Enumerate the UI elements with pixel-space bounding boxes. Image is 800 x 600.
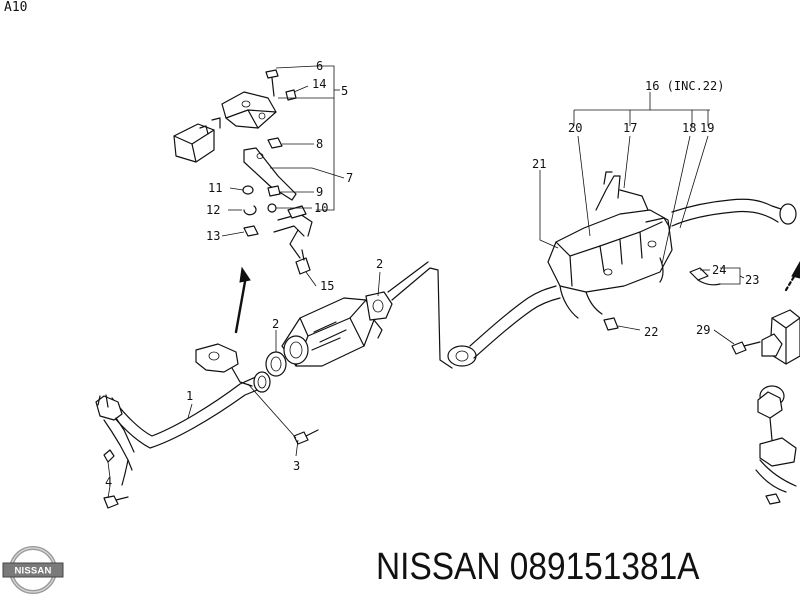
callout-18: 18 [682,121,696,135]
center-muffler-assembly [547,171,797,331]
callout-20: 20 [568,121,582,135]
callout-12: 12 [206,203,220,217]
direction-arrow-right [784,260,800,292]
callout-2-left: 2 [272,317,279,331]
center-pipe [387,261,561,369]
leader-lines [107,65,745,499]
gasket-2-left [265,351,287,377]
callout-11: 11 [208,181,222,195]
callout-15: 15 [320,279,334,293]
nissan-logo-icon: NISSAN [2,546,64,594]
bolt-4 [103,449,129,509]
callout-29: 29 [696,323,710,337]
callout-8: 8 [316,137,323,151]
callout-9: 9 [316,185,323,199]
callout-22: 22 [644,325,658,339]
callout-5: 5 [341,84,348,98]
callout-23: 23 [745,273,759,287]
callout-7: 7 [346,171,353,185]
callout-14: 14 [312,77,326,91]
direction-arrow-left [234,266,251,334]
callout-3: 3 [293,459,300,473]
callout-13: 13 [206,229,220,243]
part-number-caption: NISSAN 089151381A [376,546,700,588]
callout-24: 24 [712,263,726,277]
rear-hanger-right [731,309,800,505]
callout-10: 10 [314,201,328,215]
hanger-assembly [173,69,313,275]
sheet-code: A10 [4,0,28,15]
callout-16: 16 (INC.22) [645,79,724,93]
callout-2-right: 2 [376,257,383,271]
callout-6: 6 [316,59,323,73]
front-exhaust-tube [95,371,271,486]
callout-4: 4 [105,475,112,489]
clip-23-24 [689,267,721,286]
callout-21: 21 [532,157,546,171]
callout-19: 19 [700,121,714,135]
tube-bracket [195,343,253,387]
callout-17: 17 [623,121,637,135]
front-catalytic-converter [281,291,393,367]
callout-1: 1 [186,389,193,403]
logo-text: NISSAN [14,566,51,577]
callout-labels: 6 14 5 8 7 9 10 11 12 13 15 1 2 2 3 4 16… [105,59,759,489]
